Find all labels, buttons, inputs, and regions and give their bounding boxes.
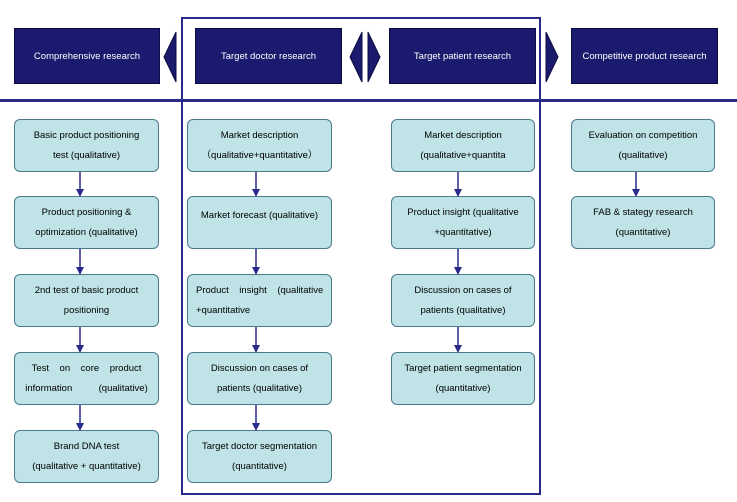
box-line: (quantitative) — [615, 226, 671, 238]
box-line: Test on core product — [31, 363, 142, 375]
box-doctor-market-forecast: Market forecast (qualitative) — [187, 196, 332, 249]
box-line: positioning — [63, 304, 110, 316]
box-positioning-optimization: Product positioning & optimization (qual… — [14, 196, 159, 249]
header-comprehensive-research: Comprehensive research — [14, 28, 160, 84]
box-line: patients (qualitative) — [420, 304, 506, 316]
box-line: FAB & stategy research — [593, 207, 693, 219]
box-line: optimization (qualitative) — [35, 226, 138, 238]
box-line: Product positioning & — [41, 207, 132, 219]
box-line: Target doctor segmentation — [201, 441, 318, 453]
box-core-info-test: Test on core product information (qualit… — [14, 352, 159, 405]
box-fab-strategy: FAB & stategy research (quantitative) — [571, 196, 715, 249]
box-doctor-market-description: Market description （qualitative+quantita… — [187, 119, 332, 172]
header-label: Competitive product research — [582, 50, 707, 62]
box-line: (qualitative + quantitative) — [32, 460, 141, 472]
box-patient-market-description: Market description (qualitative+quantita — [391, 119, 535, 172]
box-competition-evaluation: Evaluation on competition (qualitative) — [571, 119, 715, 172]
box-line: (qualitative+quantita — [420, 149, 506, 161]
box-line: Brand DNA test — [53, 441, 120, 453]
box-second-positioning-test: 2nd test of basic product positioning — [14, 274, 159, 327]
box-line: Discussion on cases of — [414, 285, 512, 297]
box-line: +quantitative) — [434, 226, 492, 238]
box-doctor-segmentation: Target doctor segmentation (quantitative… — [187, 430, 332, 483]
box-line: +quantitative — [196, 304, 251, 316]
box-line: (qualitative) — [618, 149, 668, 161]
chevron-right-icon — [367, 31, 381, 83]
header-target-doctor-research: Target doctor research — [195, 28, 342, 84]
box-brand-dna-test: Brand DNA test (qualitative + quantitati… — [14, 430, 159, 483]
box-doctor-patient-cases: Discussion on cases of patients (qualita… — [187, 352, 332, 405]
box-line: information (qualitative) — [25, 382, 148, 394]
box-line: （qualitative+quantitative） — [201, 149, 318, 161]
header-label: Target patient research — [413, 50, 512, 62]
box-line: 2nd test of basic product — [34, 285, 139, 297]
chevron-right-icon — [545, 31, 559, 83]
section-divider — [0, 99, 737, 102]
box-line: test (qualitative) — [52, 149, 121, 161]
box-line: Evaluation on competition — [588, 130, 698, 142]
header-label: Target doctor research — [220, 50, 317, 62]
box-line: (quantitative) — [232, 460, 287, 472]
header-label: Comprehensive research — [33, 50, 141, 62]
box-line: Discussion on cases of — [210, 363, 309, 375]
header-competitive-product-research: Competitive product research — [571, 28, 718, 84]
box-patient-segmentation: Target patient segmentation (quantitativ… — [391, 352, 535, 405]
chevron-left-icon — [349, 31, 363, 83]
box-line: Market description — [220, 130, 299, 142]
box-line: Market description — [424, 130, 502, 142]
box-doctor-product-insight: Product insight (qualitative +quantitati… — [187, 274, 332, 327]
box-basic-positioning-test: Basic product positioning test (qualitat… — [14, 119, 159, 172]
box-patient-cases: Discussion on cases of patients (qualita… — [391, 274, 535, 327]
box-line: Product insight (qualitative — [407, 207, 519, 219]
header-target-patient-research: Target patient research — [389, 28, 536, 84]
box-line: Product insight (qualitative — [196, 285, 324, 297]
box-line: patients (qualitative) — [216, 382, 303, 394]
box-line: Market forecast (qualitative) — [200, 210, 319, 221]
box-line: Target patient segmentation — [404, 363, 522, 375]
box-line: (quantitative) — [435, 382, 491, 394]
box-patient-product-insight: Product insight (qualitative +quantitati… — [391, 196, 535, 249]
target-research-frame — [181, 17, 541, 495]
box-line: Basic product positioning — [33, 130, 140, 142]
chevron-left-icon — [163, 31, 177, 83]
